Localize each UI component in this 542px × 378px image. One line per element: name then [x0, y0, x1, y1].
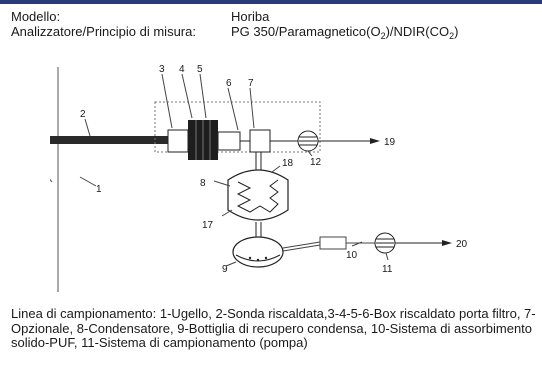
filter-inlet — [167, 129, 189, 153]
outlet-arrow-20 — [442, 240, 452, 246]
condensate-bottle — [232, 236, 284, 268]
model-value: Horiba — [231, 9, 270, 24]
outlet-arrow-19 — [370, 138, 380, 144]
label-10: 10 — [346, 250, 358, 261]
label-4: 4 — [179, 64, 185, 75]
heated-probe — [50, 136, 168, 144]
label-9: 9 — [222, 264, 228, 275]
sampling-line-diagram: 1 2 3 4 5 6 7 8 9 10 11 12 17 18 19 20 — [50, 64, 468, 292]
label-3: 3 — [159, 64, 165, 75]
label-2: 2 — [80, 109, 86, 120]
label-18: 18 — [282, 158, 294, 169]
puf-absorber — [319, 236, 347, 250]
label-12: 12 — [310, 157, 322, 168]
condenser — [227, 169, 289, 221]
filter-outlet — [217, 131, 241, 151]
spec-header: Modello: Horiba Analizzatore/Principio d… — [11, 9, 459, 41]
label-6: 6 — [226, 78, 232, 89]
model-row: Modello: Horiba — [11, 9, 459, 24]
label-20: 20 — [456, 239, 468, 250]
label-17: 17 — [202, 220, 214, 231]
analyzer-value: PG 350/Paramagnetico(O2)/NDIR(CO2) — [231, 24, 459, 41]
heated-box — [154, 101, 321, 153]
nozzle-tip — [50, 178, 53, 183]
label-7: 7 — [248, 78, 254, 89]
top-rule — [0, 0, 542, 4]
model-label: Modello: — [11, 9, 61, 24]
label-11: 11 — [382, 264, 393, 275]
optional-unit — [249, 129, 271, 153]
label-5: 5 — [197, 64, 203, 75]
analyzer-label: Analizzatore/Principio di misura: — [11, 24, 196, 39]
analyzer-row: Analizzatore/Principio di misura: PG 350… — [11, 24, 459, 41]
label-8: 8 — [200, 178, 206, 189]
label-1: 1 — [96, 184, 102, 195]
label-19: 19 — [384, 137, 396, 148]
diagram-caption: Linea di campionamento: 1-Ugello, 2-Sond… — [11, 307, 536, 350]
